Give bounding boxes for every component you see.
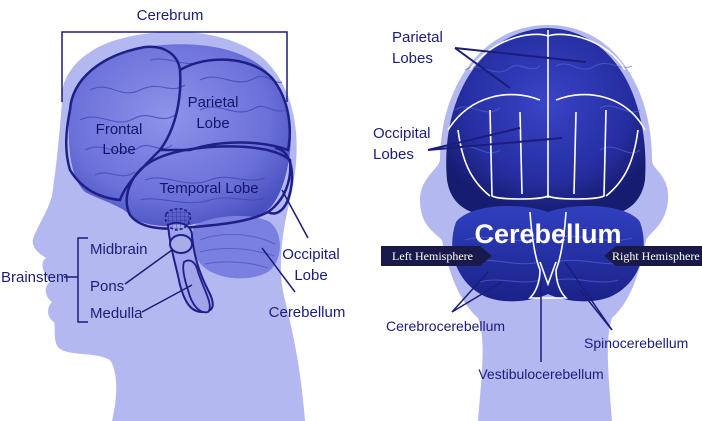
cerebrocerebellum-leader-1 <box>451 271 489 313</box>
label-frontal-lobe-2: Lobe <box>102 141 135 158</box>
cerebrum-bracket <box>61 31 288 102</box>
occipital-leader-2 <box>427 137 563 151</box>
cerebrum-shape <box>68 44 291 227</box>
label-occipital-lobes-1: Occipital <box>373 125 431 142</box>
label-cerebellum-right: Cerebellum <box>474 219 621 249</box>
label-cerebrum: Cerebrum <box>137 7 204 24</box>
label-frontal-lobe-1: Frontal <box>96 121 143 138</box>
parietal-leader-1 <box>454 47 511 89</box>
label-parietal-lobes-1: Parietal <box>392 29 443 46</box>
medulla-leader <box>141 284 193 313</box>
medulla-shape <box>182 259 211 314</box>
cerebellum-leader <box>261 247 296 293</box>
label-cerebellum-left: Cerebellum <box>269 304 346 321</box>
label-midbrain: Midbrain <box>90 241 148 258</box>
label-brainstem: Brainstem <box>1 269 69 286</box>
label-temporal-lobe: Temporal Lobe <box>159 180 258 197</box>
right-hemisphere-arrow <box>604 246 702 266</box>
label-pons: Pons <box>90 278 124 295</box>
parietal-leader-2 <box>454 47 587 63</box>
label-parietal-lobes-2: Lobes <box>392 50 433 67</box>
label-parietal-lobe-1: Parietal <box>188 94 239 111</box>
label-vestibulocerebellum: Vestibulocerebellum <box>478 366 603 382</box>
left-hemisphere-arrow <box>381 246 492 266</box>
pons-shape <box>169 234 193 254</box>
label-parietal-lobe-2: Lobe <box>196 115 229 132</box>
cerebrum-back-shape <box>446 28 646 214</box>
label-occipital-lobe-1: Occipital <box>282 246 340 263</box>
cerebellum-back-shape <box>452 206 644 302</box>
occipital-leader <box>281 189 309 239</box>
brain-gyri-texture <box>79 58 286 204</box>
back-lobe-outlines <box>447 30 646 200</box>
label-right-hemisphere: Right Hemisphere <box>612 249 700 263</box>
cerebrocerebellum-leader-2 <box>451 281 503 313</box>
frontal-lobe-outline <box>65 45 182 202</box>
label-occipital-lobes-2: Lobes <box>373 146 414 163</box>
spinocerebellum-leader-2 <box>579 289 613 331</box>
vermis-inner <box>539 261 557 287</box>
label-spinocerebellum: Spinocerebellum <box>584 335 688 351</box>
brainstem-bracket <box>64 237 88 323</box>
label-cerebrocerebellum: Cerebrocerebellum <box>386 318 505 334</box>
label-medulla: Medulla <box>90 305 143 322</box>
pons-leader <box>124 249 173 285</box>
head-back-view: Cerebellum Left Hemisphere Right Hemisph… <box>373 25 702 421</box>
back-gyri-texture <box>454 62 641 283</box>
label-occipital-lobe-2: Lobe <box>294 267 327 284</box>
spinocerebellum-leader-1 <box>564 261 613 331</box>
head-profile: Cerebrum Frontal Lobe Parietal Lobe Temp… <box>1 7 345 421</box>
vermis-outline <box>528 211 568 299</box>
label-left-hemisphere: Left Hemisphere <box>392 249 473 263</box>
midbrain-grid <box>164 207 192 231</box>
occipital-leader-1 <box>427 127 521 151</box>
